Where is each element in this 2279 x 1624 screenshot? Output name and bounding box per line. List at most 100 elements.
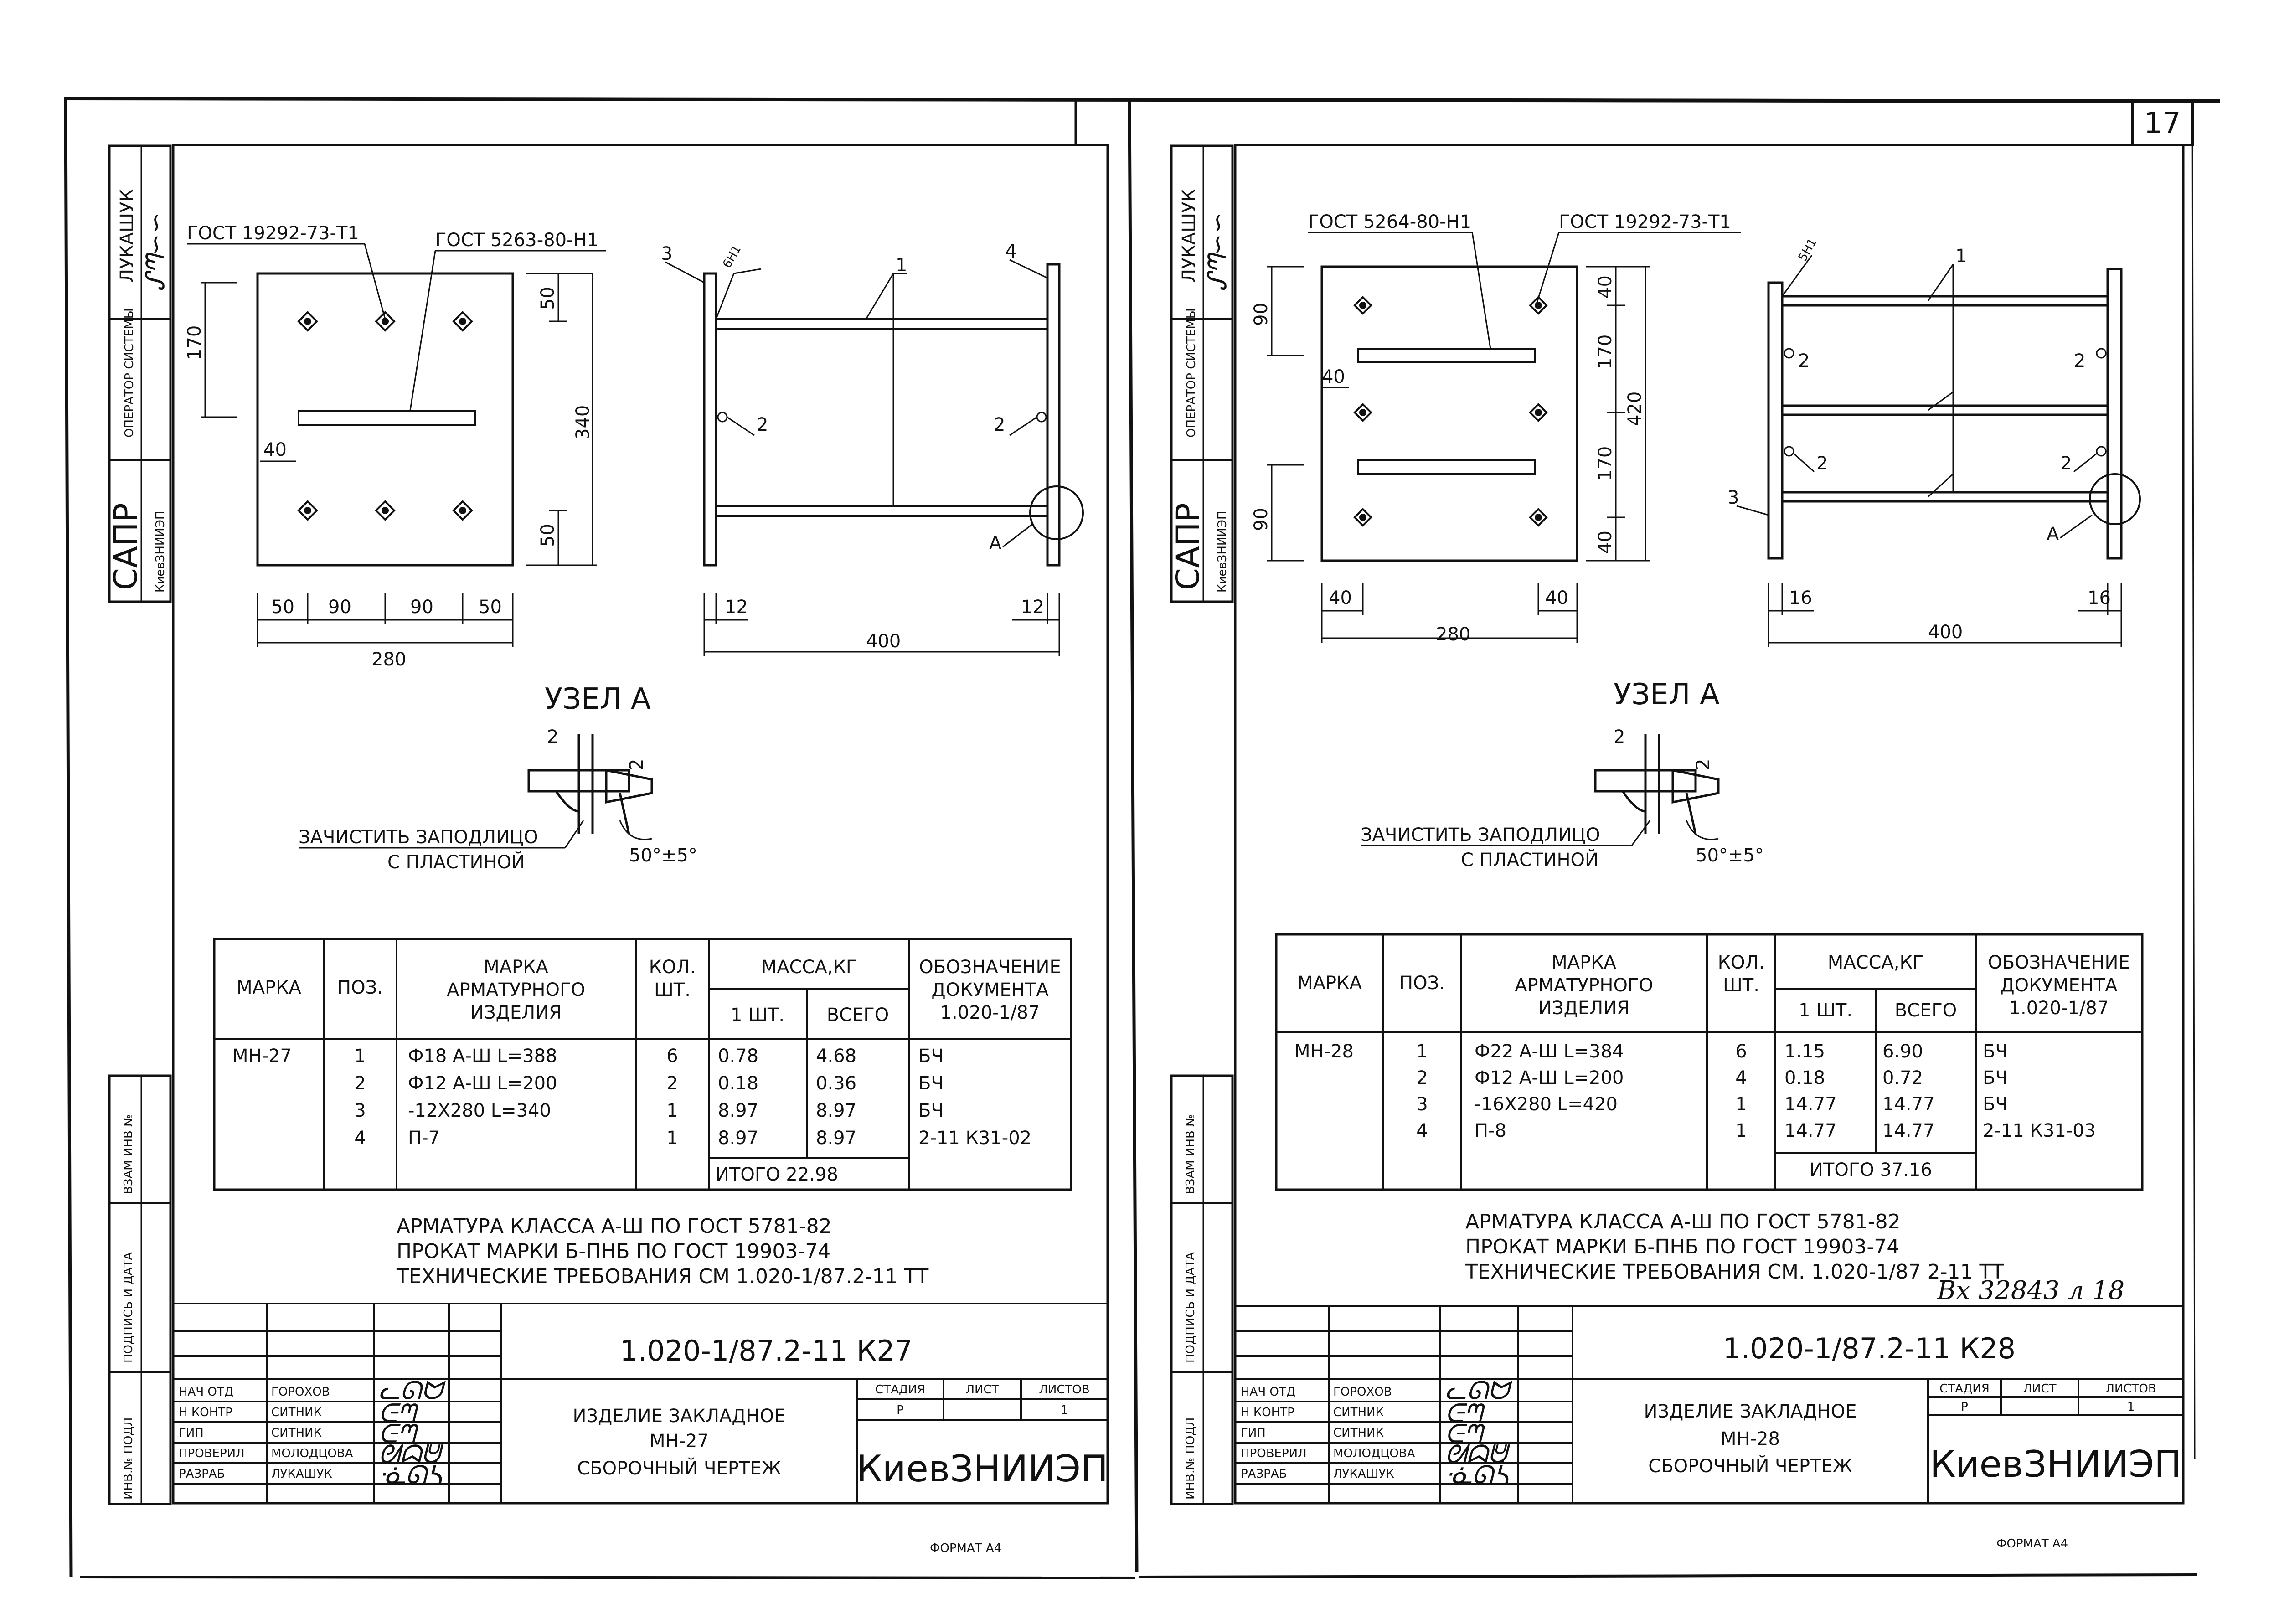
cell-doc: БЧ [918, 1046, 944, 1067]
cell-arm: -12Х280 L=340 [408, 1100, 551, 1121]
cell-poz: 4 [1416, 1120, 1428, 1141]
th-arm-line1: МАРКА [1552, 952, 1616, 973]
node-dim-2: 2 [626, 759, 647, 770]
cell-total: ИТОГО 22.98 [716, 1164, 838, 1185]
cell-mass-1: 0.18 [718, 1073, 758, 1094]
cell-arm: Ф12 А-Ш L=200 [408, 1073, 557, 1094]
cell-total: ИТОГО 37.16 [1810, 1160, 1932, 1181]
stamp-operator: ОПЕРАТОР СИСТЕМЫ [1185, 308, 1198, 438]
role-label: ГИП [179, 1426, 204, 1440]
cell-kol: 1 [666, 1128, 678, 1149]
cell-mass-all: 6.90 [1882, 1041, 1923, 1062]
th-doc-num: 1.020-1/87 [2009, 998, 2109, 1019]
cell-mass-1: 1.15 [1784, 1041, 1825, 1062]
signature-5: ᓍᘏᓵ [378, 1460, 443, 1490]
cell-kol: 1 [1735, 1120, 1747, 1141]
pos-2-label-a: 2 [1798, 351, 1810, 371]
cell-doc: БЧ [918, 1100, 944, 1121]
th-arm-line3: ИЗДЕЛИЯ [470, 1002, 562, 1023]
signature-4: ᘛᗣᕰ [378, 1440, 443, 1469]
col-substitute-inv: ВЗАМ ИНВ № [122, 1114, 135, 1194]
col-inv-original: ИНВ.№ ПОДЛ [122, 1418, 135, 1500]
title-line-2: МН-28 [1721, 1428, 1780, 1449]
sheets-value: 1 [1061, 1403, 1068, 1417]
person-name: СИТНИК [271, 1426, 322, 1440]
cell-marka: МН-27 [232, 1046, 292, 1067]
page-number-box: 17 [2131, 100, 2194, 146]
stamp-system: САПР [107, 503, 144, 590]
registration-handwritten: Вх 32843 л 18 [1937, 1276, 2124, 1305]
sheet-border [172, 144, 1109, 1505]
cell-mass-all: 8.97 [816, 1128, 856, 1149]
cell-poz: 3 [354, 1100, 366, 1121]
edge-left: 16 [1789, 588, 1812, 608]
dim-r40-top: 40 [1595, 275, 1616, 299]
side-stamp: ЛУКАШУК ᔑᘉ∽∽ ОПЕРАТОР СИСТЕМЫ САПР КиевЗ… [107, 144, 172, 603]
pos-1-label: 1 [1955, 246, 1967, 267]
node-a-detail: УЗЕЛ А 2 2 ЗАЧИСТИТЬ ЗАПОДЛИЦО С ПЛАСТИН… [299, 682, 697, 873]
signature-1: ᓚᘏᗢ [378, 1376, 446, 1406]
th-arm-line1: МАРКА [484, 957, 548, 978]
cell-marka: МН-28 [1294, 1041, 1354, 1062]
cell-kol: 6 [1735, 1041, 1747, 1062]
cell-doc: БЧ [1983, 1094, 2008, 1115]
plate-view: ГОСТ 19292-73-Т1 ГОСТ 5263-80-Н1 [184, 223, 606, 670]
dim-r40-bottom: 40 [1595, 531, 1616, 554]
cell-mass-all: 14.77 [1882, 1120, 1935, 1141]
rebar-3 [1781, 491, 2109, 503]
sheet-mn-28: ЛУКАШУК ᔑᘉ∽∽ ОПЕРАТОР СИСТЕМЫ САПР КиевЗ… [1169, 144, 2185, 1551]
stamp-org: КиевЗНИИЭП [154, 511, 167, 593]
node-angle: 50°±5° [629, 845, 697, 866]
dim-bottom-right-40: 40 [1545, 588, 1568, 608]
person-name: СИТНИК [1333, 1426, 1384, 1440]
rebar-slot [298, 410, 476, 426]
hdr-sheets: ЛИСТОВ [2105, 1382, 2156, 1396]
dim-offset-40: 40 [263, 439, 287, 460]
role-label: РАЗРАБ [179, 1467, 225, 1481]
person-name: ГОРОХОВ [1333, 1385, 1392, 1399]
th-doc-line1: ОБОЗНАЧЕНИЕ [919, 957, 1061, 978]
pos-3-label: 3 [1727, 487, 1739, 508]
node-a-marker: А [989, 533, 1002, 554]
node-title: УЗЕЛ А [1614, 678, 1720, 711]
note-1: АРМАТУРА КЛАССА А-Ш ПО ГОСТ 5781-82 [397, 1215, 832, 1238]
dim-bottom-50: 50 [537, 524, 558, 547]
doc-code: 1.020-1/87.2-11 К27 [620, 1334, 913, 1367]
cell-kol: 6 [666, 1046, 678, 1067]
th-poz: ПОЗ. [1399, 973, 1445, 994]
cell-mass-1: 14.77 [1784, 1094, 1837, 1115]
edge-right: 16 [2088, 588, 2111, 608]
outer-frame [63, 97, 2220, 1579]
hdr-sheets: ЛИСТОВ [1039, 1383, 1089, 1397]
cell-poz: 2 [1416, 1067, 1428, 1088]
signature-2: ᕮᘉ [1445, 1399, 1485, 1428]
node-angle: 50°±5° [1696, 845, 1764, 866]
pos-2-left-label: 2 [757, 414, 768, 435]
title-line-3: СБОРОЧНЫЙ ЧЕРТЕЖ [1648, 1455, 1852, 1477]
dim-width-280: 280 [1436, 624, 1470, 645]
signature-4: ᘛᗣᕰ [1445, 1440, 1510, 1469]
th-mass-1: 1 ШТ. [731, 1005, 784, 1026]
plate-outline [1320, 265, 1578, 562]
person-name: СИТНИК [271, 1406, 322, 1419]
person-name: МОЛОДЦОВА [1333, 1447, 1415, 1460]
note-2: ПРОКАТ МАРКИ Б-ПНБ ПО ГОСТ 19903-74 [397, 1240, 830, 1263]
signature-3: ᕮᘉ [1445, 1419, 1485, 1449]
rebar-bottom [715, 505, 1049, 517]
th-poz: ПОЗ. [337, 977, 383, 998]
person-name: ЛУКАШУК [1333, 1467, 1394, 1481]
anchor-holes [1353, 296, 1548, 527]
cell-doc: 2-11 К31-02 [918, 1128, 1031, 1149]
developer-signature: ᔑᘉ∽∽ [141, 212, 170, 292]
role-label: ГИП [1241, 1426, 1266, 1440]
role-label: Н КОНТР [1241, 1406, 1294, 1419]
cell-doc: БЧ [1983, 1041, 2008, 1062]
cell-mass-1: 0.18 [1784, 1067, 1825, 1088]
dim-b3: 90 [410, 597, 433, 618]
weld-label: 5Н1 [1796, 236, 1820, 264]
